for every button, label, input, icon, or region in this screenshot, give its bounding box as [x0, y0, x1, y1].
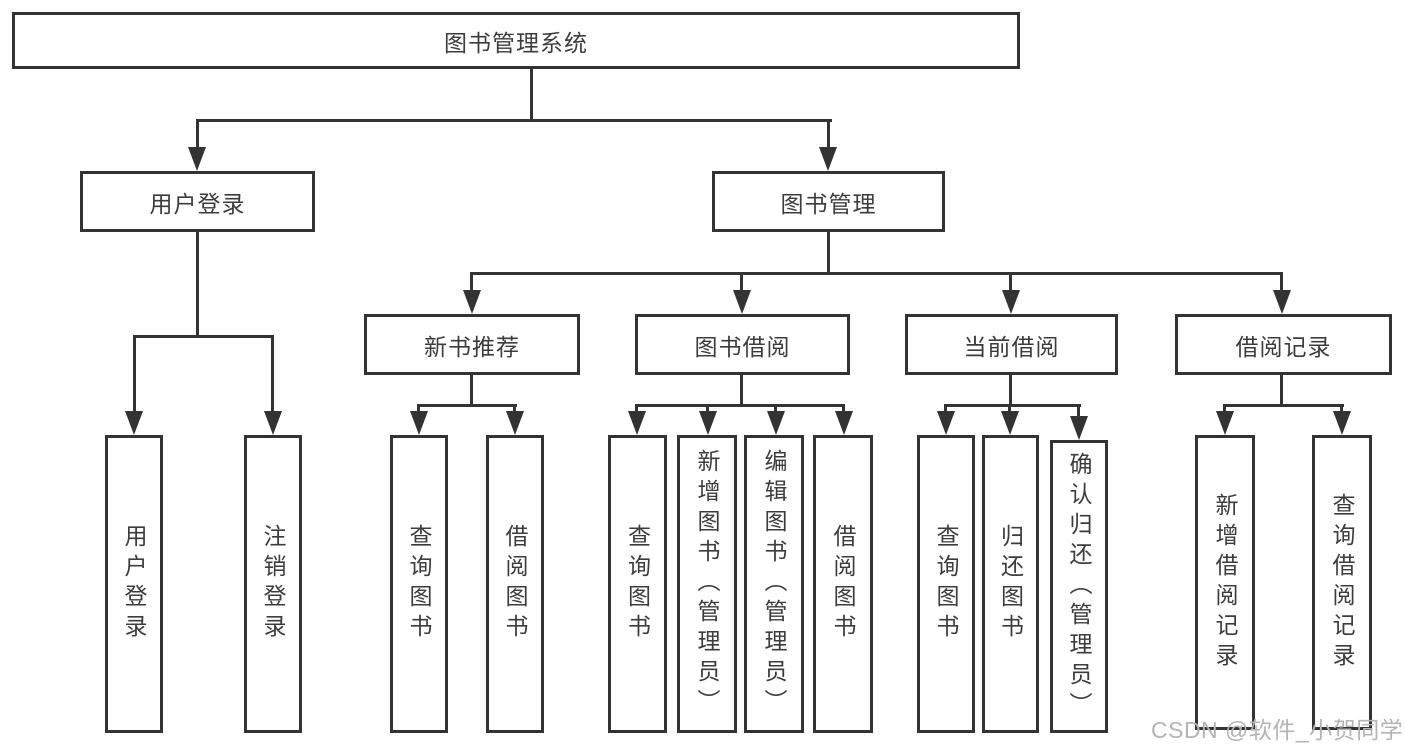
arrow-down-icon: [733, 290, 751, 314]
arrow-down-icon: [125, 411, 143, 435]
node-edit-books-admin: 编辑图书（管理员）: [744, 435, 804, 733]
connector-line: [827, 232, 830, 275]
node-add-borrow-record: 新增借阅记录: [1195, 435, 1255, 730]
connector-line: [636, 404, 845, 407]
arrow-down-icon: [937, 411, 955, 435]
node-label: 当前借阅: [963, 333, 1060, 360]
arrow-down-icon: [835, 411, 853, 435]
connector-line: [827, 119, 830, 151]
connector-line: [1223, 404, 1226, 416]
node-logout: 注销登录: [244, 435, 302, 733]
connector-line: [1280, 272, 1283, 292]
connector-line: [418, 404, 517, 407]
node-borrow-books: 借阅图书: [813, 435, 873, 733]
connector-line: [842, 404, 845, 416]
connector-line: [1224, 404, 1344, 407]
node-borrow-records: 借阅记录: [1175, 314, 1392, 375]
connector-line: [513, 404, 516, 416]
node-label: 编辑图书（管理员）: [761, 449, 787, 719]
node-new-book-recommend: 新书推荐: [364, 314, 580, 375]
connector-line: [133, 335, 136, 413]
connector-line: [1009, 375, 1012, 406]
node-user-login-leaf: 用户登录: [105, 435, 163, 733]
arrow-down-icon: [463, 290, 481, 314]
node-book-management: 图书管理: [712, 171, 945, 232]
arrow-down-icon: [1216, 411, 1234, 435]
node-confirm-return-admin: 确认归还（管理员）: [1050, 440, 1108, 733]
arrow-down-icon: [628, 411, 646, 435]
node-library-system: 图书管理系统: [12, 12, 1020, 69]
arrow-down-icon: [1273, 290, 1291, 314]
connector-line: [530, 69, 533, 121]
arrow-down-icon: [699, 411, 717, 435]
node-label: 查询借阅记录: [1329, 492, 1355, 673]
connector-line: [1009, 272, 1012, 292]
node-query-books-recommend: 查询图书: [390, 435, 448, 733]
connector-line: [1008, 404, 1011, 416]
connector-line: [196, 232, 199, 338]
node-label: 查询图书: [933, 524, 959, 644]
node-label: 借阅图书: [830, 524, 856, 644]
connector-line: [740, 272, 743, 292]
node-label: 图书管理系统: [444, 29, 588, 56]
connector-line: [706, 404, 709, 416]
node-label: 图书管理: [780, 190, 877, 217]
connector-line: [417, 404, 420, 416]
arrow-down-icon: [819, 147, 837, 171]
node-query-borrow-record: 查询借阅记录: [1312, 435, 1372, 730]
node-label: 查询图书: [406, 524, 432, 644]
node-query-books-current: 查询图书: [917, 435, 975, 733]
connector-line: [1340, 404, 1343, 416]
node-label: 用户登录: [121, 524, 147, 644]
node-label: 注销登录: [260, 524, 286, 644]
node-user-login: 用户登录: [80, 171, 315, 232]
arrow-down-icon: [264, 411, 282, 435]
connector-line: [470, 375, 473, 406]
arrow-down-icon: [506, 411, 524, 435]
connector-line: [1280, 375, 1283, 406]
node-label: 新增图书（管理员）: [694, 449, 720, 719]
arrow-down-icon: [188, 147, 206, 171]
connector-line: [1077, 404, 1080, 420]
csdn-watermark: CSDN @软件_小贺同学: [1151, 717, 1404, 743]
connector-line: [774, 404, 777, 416]
connector-line: [196, 119, 832, 122]
arrow-down-icon: [1333, 411, 1351, 435]
arrow-down-icon: [1070, 416, 1088, 440]
node-label: 新增借阅记录: [1212, 492, 1238, 673]
connector-line: [740, 375, 743, 406]
connector-line: [635, 404, 638, 416]
node-label: 借阅图书: [502, 524, 528, 644]
node-label: 归还图书: [997, 524, 1024, 644]
connector-line: [271, 335, 274, 413]
node-current-borrow: 当前借阅: [905, 314, 1118, 375]
node-return-books: 归还图书: [982, 435, 1039, 733]
node-query-books-borrow: 查询图书: [608, 435, 667, 733]
node-label: 确认归还（管理员）: [1066, 451, 1092, 722]
arrow-down-icon: [1001, 411, 1019, 435]
connector-line: [471, 272, 1283, 275]
node-label: 借阅记录: [1235, 333, 1332, 360]
connector-line: [196, 119, 199, 151]
connector-line: [944, 404, 947, 416]
connector-line: [470, 272, 473, 292]
arrow-down-icon: [767, 411, 785, 435]
arrow-down-icon: [1002, 290, 1020, 314]
node-add-books-admin: 新增图书（管理员）: [677, 435, 737, 733]
connector-line: [945, 404, 1081, 407]
node-label: 新书推荐: [424, 333, 520, 360]
arrow-down-icon: [410, 411, 428, 435]
node-label: 用户登录: [149, 190, 246, 217]
node-label: 查询图书: [624, 524, 651, 644]
node-book-borrow: 图书借阅: [635, 314, 850, 375]
connector-line: [133, 335, 274, 338]
node-label: 图书借阅: [694, 333, 791, 360]
node-borrow-books-recommend: 借阅图书: [486, 435, 544, 733]
